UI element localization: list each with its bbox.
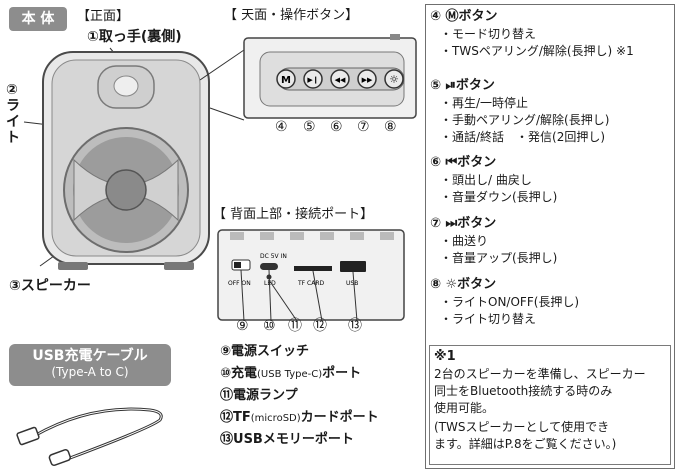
front-view-label: 【正面】 bbox=[77, 9, 130, 24]
usb-cable-illustration bbox=[16, 407, 163, 467]
back-panel-illustration: DC 5V IN OFF ON LED TF CARD USB bbox=[217, 229, 405, 322]
legend-usb-memory-port: ⑬USBメモリーポート bbox=[220, 432, 354, 447]
cable-title: USB充電ケーブル bbox=[32, 348, 148, 364]
note-box bbox=[429, 345, 671, 465]
top-panel-illustration: M ▶❙ ◀◀ ▶▶ ☼ bbox=[200, 34, 417, 121]
light-button-glyph: ☼ bbox=[389, 73, 399, 86]
mode-button-glyph: M bbox=[281, 75, 291, 86]
light-label: ②ライト bbox=[6, 82, 20, 146]
led-label: LED bbox=[264, 280, 276, 287]
prev-button-glyph: ◀◀ bbox=[335, 76, 346, 84]
button-description-panel bbox=[425, 4, 675, 469]
legend-power-switch: ⑨電源スイッチ bbox=[220, 344, 310, 359]
speaker-label: ③スピーカー bbox=[9, 278, 91, 294]
tf-card-label: TF CARD bbox=[297, 280, 324, 287]
legend-power-lamp: ⑪電源ランプ bbox=[220, 388, 298, 403]
cable-subtitle: (Type-A to C) bbox=[51, 365, 129, 379]
speaker-front-illustration bbox=[23, 47, 210, 270]
off-on-label: OFF ON bbox=[228, 280, 251, 287]
next-button-glyph: ▶▶ bbox=[362, 76, 373, 84]
top-panel-title: 【 天面・操作ボタン】 bbox=[224, 8, 359, 23]
top-buttons: M ▶❙ ◀◀ ▶▶ ☼ bbox=[276, 69, 404, 89]
dc-label: DC 5V IN bbox=[260, 253, 287, 260]
cable-badge: USB充電ケーブル (Type-A to C) bbox=[9, 344, 171, 386]
handle-label: ①取っ手(裏側) bbox=[87, 29, 182, 45]
main-unit-badge: 本 体 bbox=[9, 7, 67, 31]
legend-charge-port: ⑩充電(USB Type-C)ポート bbox=[220, 366, 362, 381]
usb-port-label: USB bbox=[346, 280, 358, 287]
play-button-glyph: ▶❙ bbox=[307, 76, 318, 84]
legend-tf-card-port: ⑫TF(microSD)カードポート bbox=[220, 410, 379, 425]
back-panel-title: 【 背面上部・接続ポート】 bbox=[213, 207, 374, 222]
